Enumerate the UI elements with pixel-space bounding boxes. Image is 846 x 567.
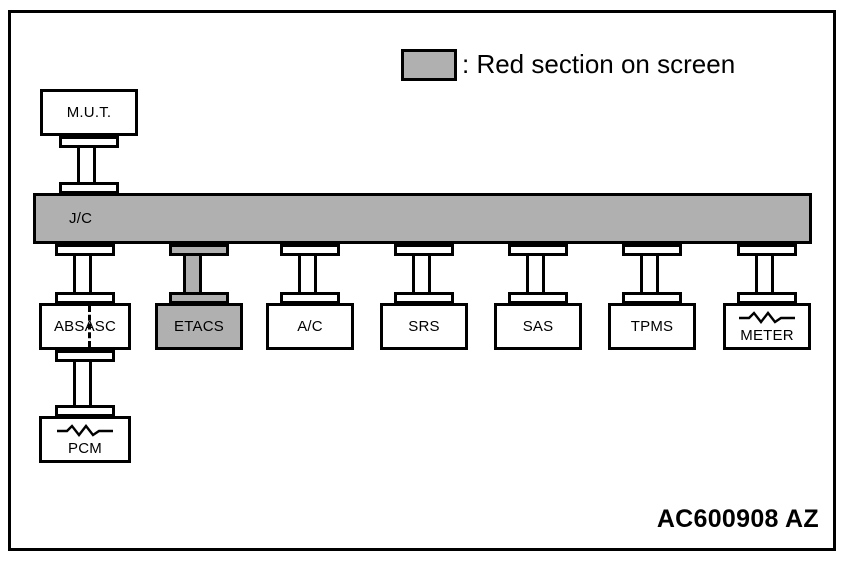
connector-stub-jc-top-mut (59, 182, 119, 194)
connector-rail-ac-left (298, 256, 301, 292)
connector-stub-jc-bottom-ac (280, 244, 340, 256)
legend-gray-swatch (401, 49, 457, 81)
node-abs-asc-divider (88, 306, 91, 347)
resistor-icon-meter (737, 310, 797, 324)
connector-rail-mut-left (77, 148, 80, 182)
node-abs-asc: ABS ASC (39, 303, 131, 350)
bus-jc-label: J/C (69, 210, 93, 227)
connector-rail-srs-left (412, 256, 415, 292)
connector-stub-absasc-bottom (55, 350, 115, 362)
connector-stub-mut-bottom (59, 136, 119, 148)
connector-stub-jc-bottom-absasc (55, 244, 115, 256)
bus-jc: J/C (33, 193, 812, 244)
connector-stub-ac-top (280, 292, 340, 304)
diagram-frame (8, 10, 836, 551)
connector-stub-pcm-top (55, 405, 115, 417)
node-asc-label: ASC (84, 318, 117, 335)
part-number: AC600908 AZ (656, 505, 819, 533)
connector-stub-srs-top (394, 292, 454, 304)
node-ac: A/C (266, 303, 354, 350)
connector-stub-jc-bottom-srs (394, 244, 454, 256)
connector-stub-jc-bottom-tpms (622, 244, 682, 256)
node-pcm: PCM (39, 416, 131, 463)
node-sas-label: SAS (522, 318, 554, 335)
node-etacs: ETACS (155, 303, 243, 350)
connector-stub-absasc-top (55, 292, 115, 304)
node-tpms-label: TPMS (630, 318, 674, 335)
node-pcm-label: PCM (68, 439, 102, 457)
connector-stub-jc-bottom-meter (737, 244, 797, 256)
connector-rail-tpms-left (640, 256, 643, 292)
connector-rail-pcm-right (89, 362, 92, 405)
connector-rail-meter-right (771, 256, 774, 292)
node-tpms: TPMS (608, 303, 696, 350)
connector-rail-sas-left (526, 256, 529, 292)
node-sas: SAS (494, 303, 582, 350)
legend-label: : Red section on screen (462, 49, 736, 79)
connector-rail-tpms-right (656, 256, 659, 292)
connector-stub-etacs-top (169, 292, 229, 304)
node-meter: METER (723, 303, 811, 350)
connector-rail-mut-right (93, 148, 96, 182)
node-abs-label: ABS (53, 318, 85, 335)
connector-stub-jc-bottom-sas (508, 244, 568, 256)
connector-rail-absasc-right (89, 256, 92, 292)
node-etacs-label: ETACS (174, 318, 224, 335)
connector-rail-ac-right (314, 256, 317, 292)
connector-stub-sas-top (508, 292, 568, 304)
connector-stub-tpms-top (622, 292, 682, 304)
node-srs: SRS (380, 303, 468, 350)
node-srs-label: SRS (408, 318, 440, 335)
connector-rail-absasc-left (73, 256, 76, 292)
node-mut: M.U.T. (40, 89, 138, 136)
connector-rail-meter-left (755, 256, 758, 292)
connector-rail-srs-right (428, 256, 431, 292)
connector-stub-jc-bottom-etacs (169, 244, 229, 256)
node-mut-label: M.U.T. (66, 104, 112, 121)
node-meter-label: METER (740, 326, 794, 344)
node-ac-label: A/C (297, 318, 323, 335)
resistor-icon-pcm (55, 423, 115, 437)
connector-rail-sas-right (542, 256, 545, 292)
connector-rail-pcm-left (73, 362, 76, 405)
connector-stub-meter-top (737, 292, 797, 304)
connector-trunk-etacs (183, 256, 202, 292)
